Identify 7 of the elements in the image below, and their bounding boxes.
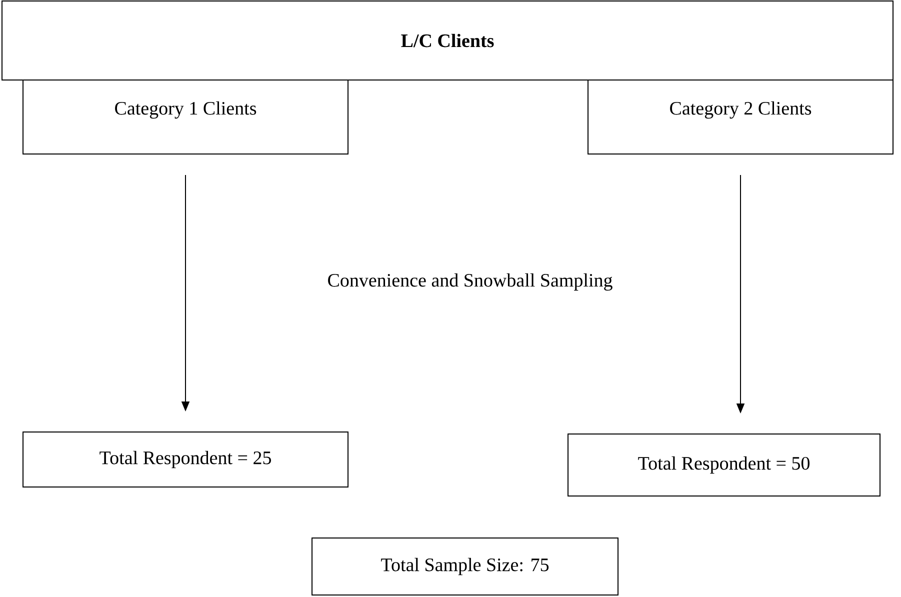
total-box: Total Sample Size: 75 xyxy=(312,538,618,596)
category-box: Category 1 Clients xyxy=(22,80,348,154)
category-box: Category 2 Clients xyxy=(588,80,894,154)
method-label: Convenience and Snowball Sampling xyxy=(328,273,612,291)
result-box: Total Respondent = 50 xyxy=(568,434,880,496)
result-box: Total Respondent = 25 xyxy=(22,432,348,488)
header-box: L/C Clients xyxy=(2,0,894,80)
